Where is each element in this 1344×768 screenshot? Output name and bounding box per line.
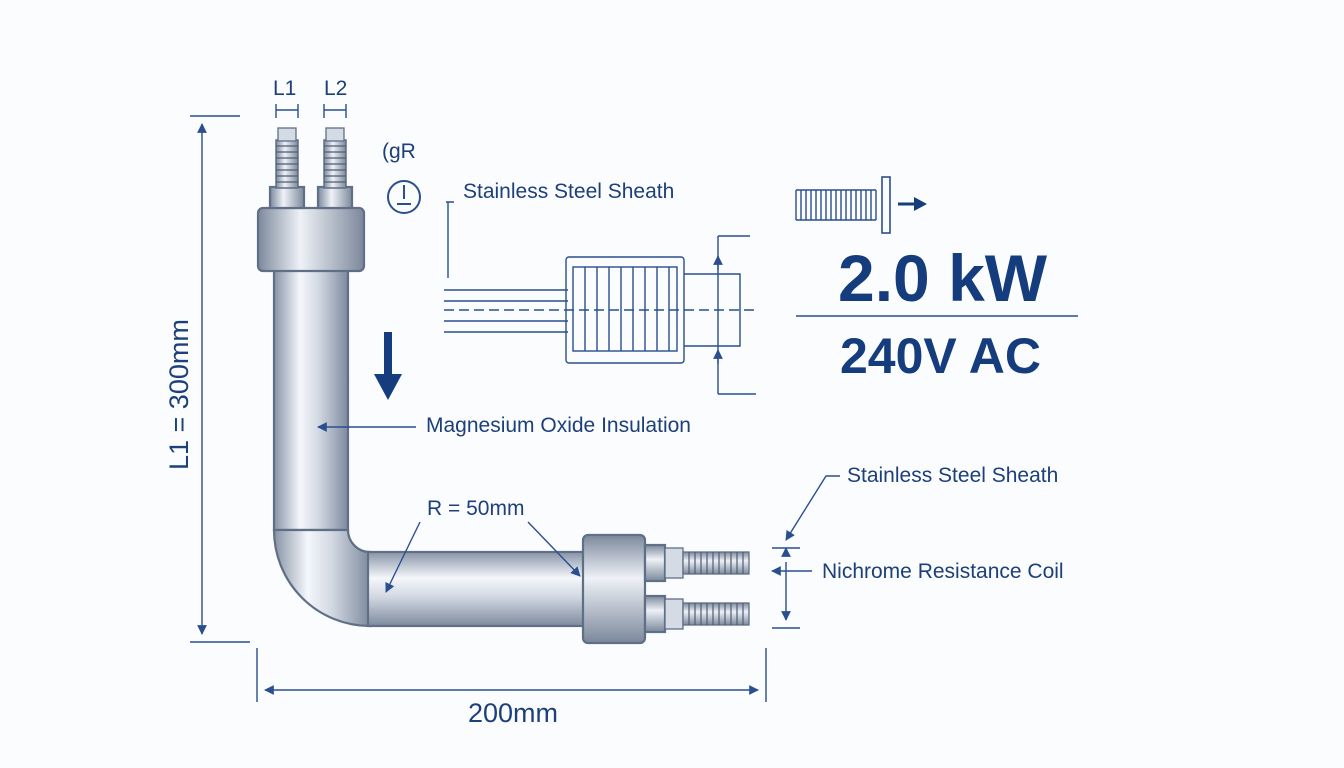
voltage-rating: 240V AC (840, 328, 1041, 384)
right-terminal-lower (643, 594, 750, 634)
radius-dimension: R = 50mm (427, 497, 524, 520)
tube-bend (272, 528, 372, 628)
ground-symbol-icon (387, 180, 421, 214)
terminal-label-l1: L1 (273, 77, 296, 100)
label-magnesium-oxide-insulation: Magnesium Oxide Insulation (426, 414, 691, 437)
vertical-tube (272, 260, 350, 532)
label-stainless-steel-sheath-top: Stainless Steel Sheath (463, 180, 674, 203)
gr-symbol-text: (gR (382, 140, 416, 163)
length-dimension-line (190, 115, 250, 643)
right-end-cap (581, 533, 647, 645)
cross-section-inset (444, 201, 758, 395)
down-arrow-icon (374, 332, 402, 400)
heater-element (256, 127, 750, 645)
coil-dimension-marks (771, 547, 812, 629)
resistance-coil-icon (795, 176, 891, 234)
power-rating: 2.0 kW (838, 241, 1048, 315)
top-end-cap (256, 206, 366, 273)
radius-leader-left (385, 521, 421, 593)
length-dimension: L1 = 300mm (164, 319, 194, 470)
width-dimension-line (256, 648, 767, 702)
width-dimension: 200mm (468, 698, 558, 728)
right-terminal-upper (643, 543, 750, 583)
top-terminal-l2 (316, 127, 354, 210)
label-stainless-steel-sheath-right: Stainless Steel Sheath (847, 464, 1058, 487)
sheath-right-leader (785, 475, 840, 541)
terminal-spacing-marks-icon (275, 104, 347, 118)
terminal-label-l2: L2 (324, 77, 347, 100)
radius-leader-right (527, 521, 581, 577)
right-arrow-icon (898, 197, 927, 211)
label-nichrome-resistance-coil: Nichrome Resistance Coil (822, 560, 1064, 583)
top-terminal-l1 (268, 127, 306, 210)
horizontal-tube (366, 550, 590, 628)
